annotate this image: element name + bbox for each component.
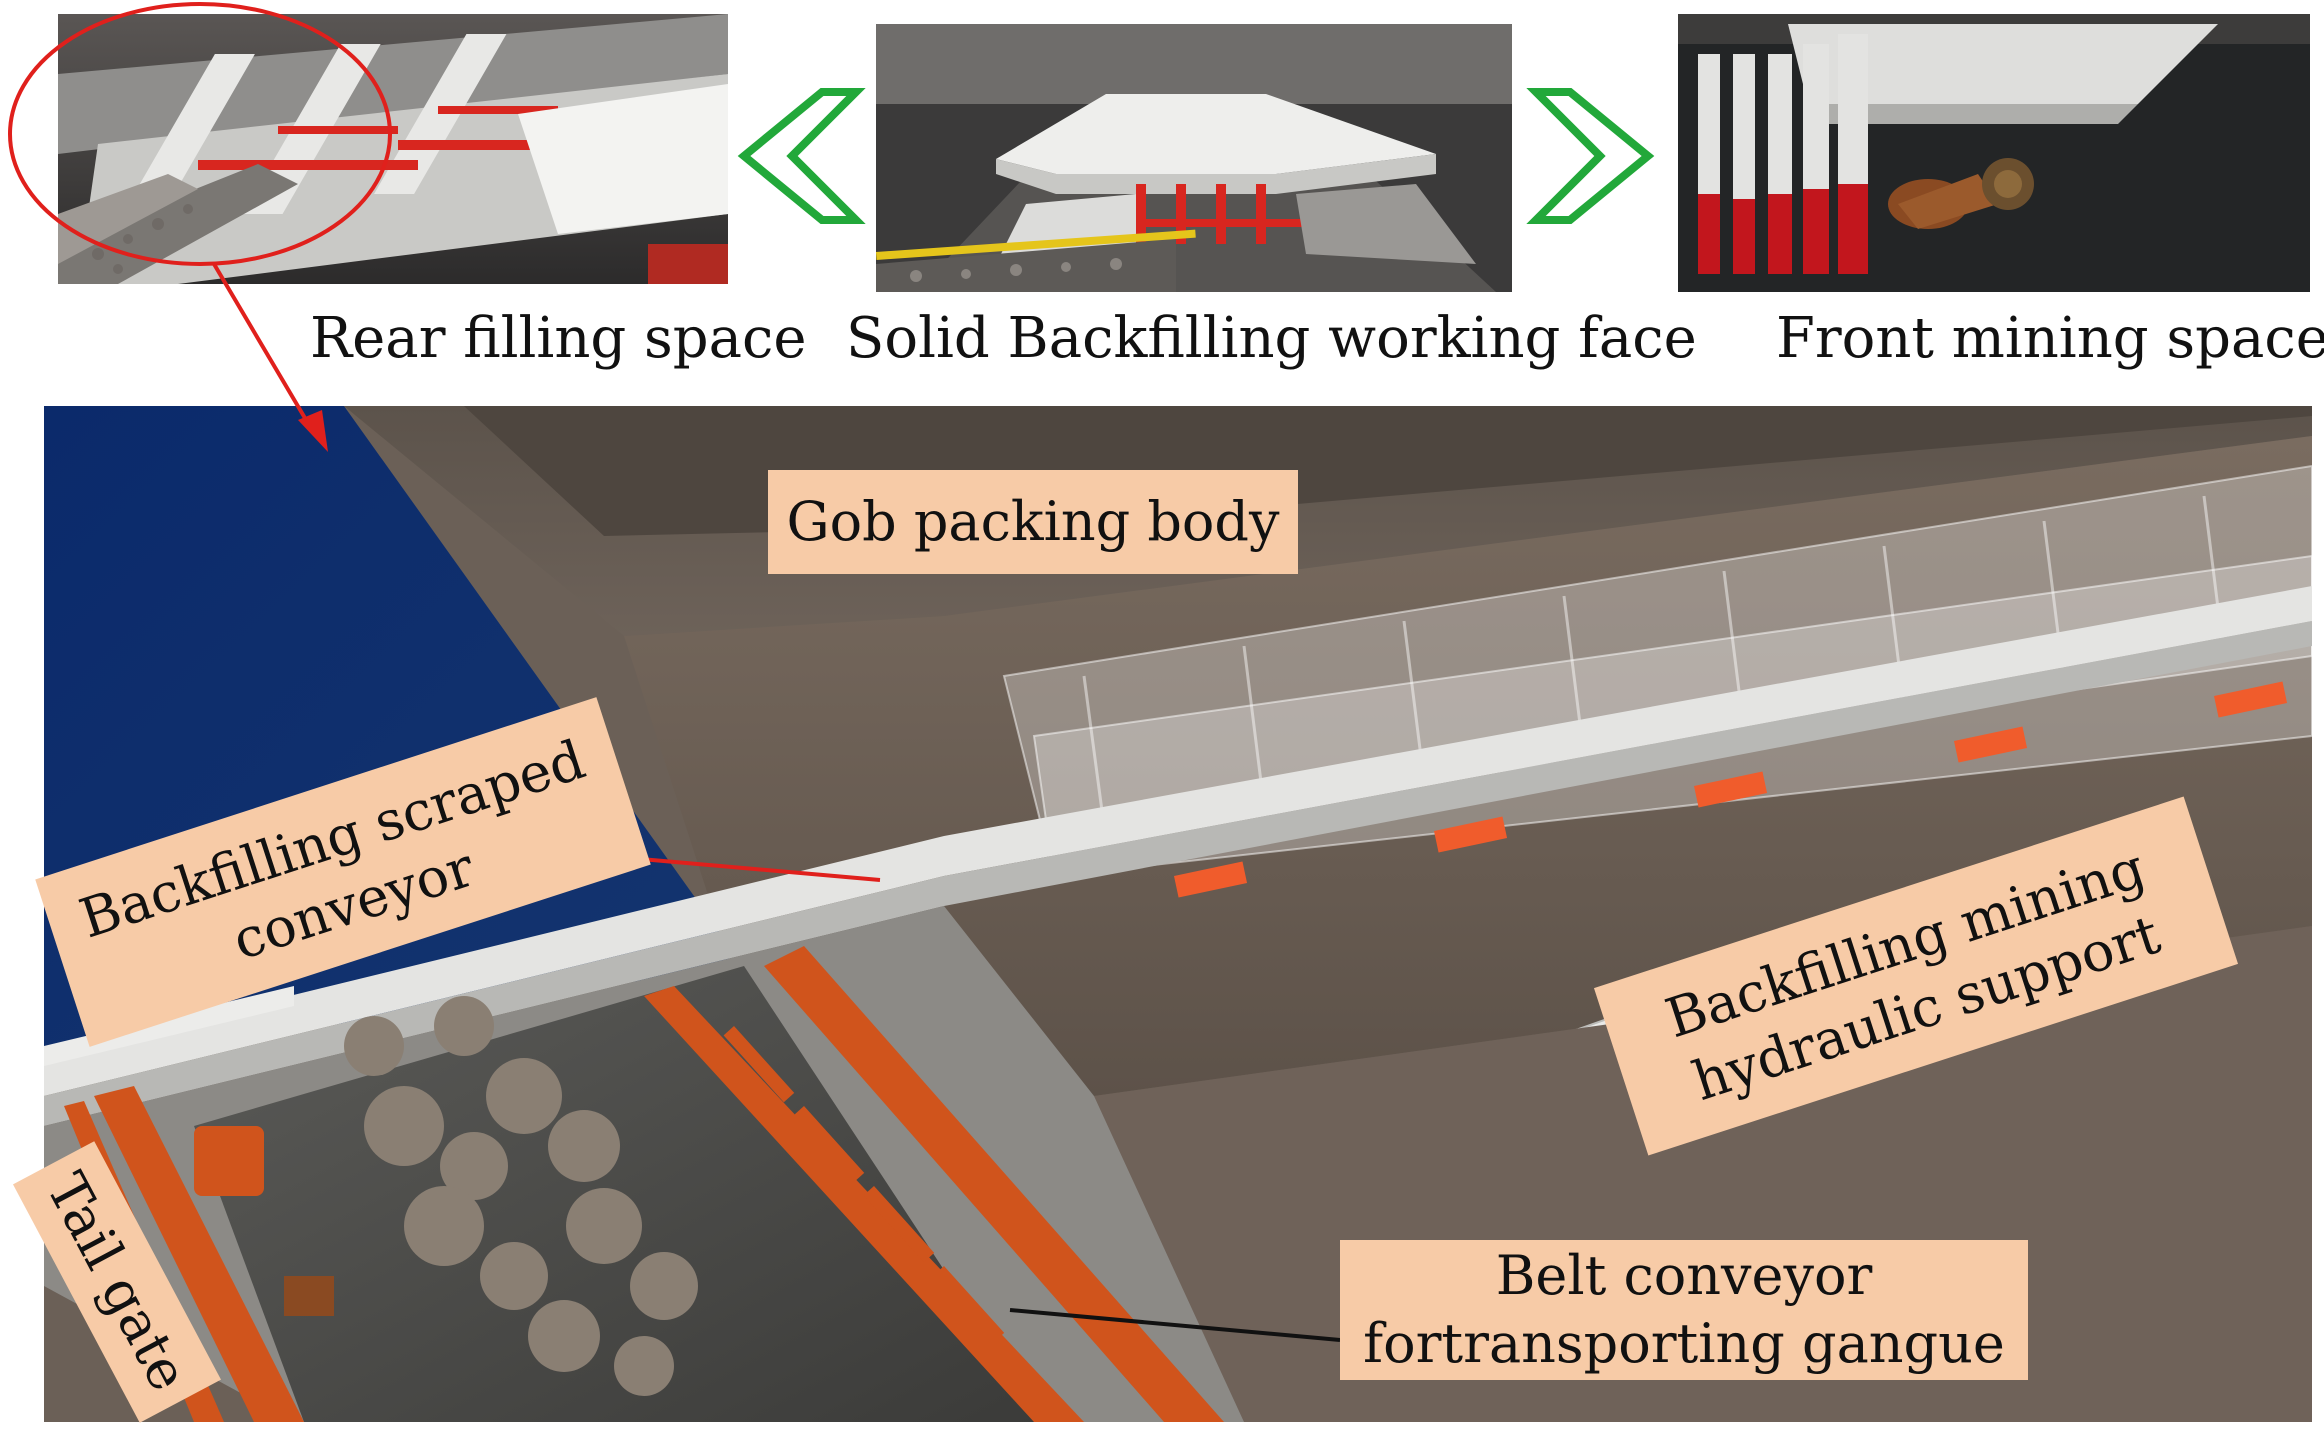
left-chevron-icon — [737, 88, 866, 224]
rear-filling-caption: Rear filling space — [310, 306, 807, 371]
belt-conveyor-line1: Belt conveyor — [1495, 1244, 1873, 1307]
front-mining-caption: Front mining space — [1776, 306, 2324, 371]
working-face-photo — [876, 24, 1512, 292]
front-mining-photo — [1678, 14, 2310, 292]
belt-conveyor-line2: fortransporting gangue — [1363, 1312, 2005, 1375]
belt-conveyor-label: Belt conveyor fortransporting gangue — [1340, 1240, 2028, 1380]
gob-packing-text: Gob packing body — [786, 490, 1280, 553]
working-face-caption: Solid Backfilling working face — [846, 306, 1697, 371]
gob-packing-label: Gob packing body — [768, 470, 1298, 574]
right-chevron-icon — [1526, 88, 1655, 224]
rear-filling-photo — [58, 14, 728, 284]
